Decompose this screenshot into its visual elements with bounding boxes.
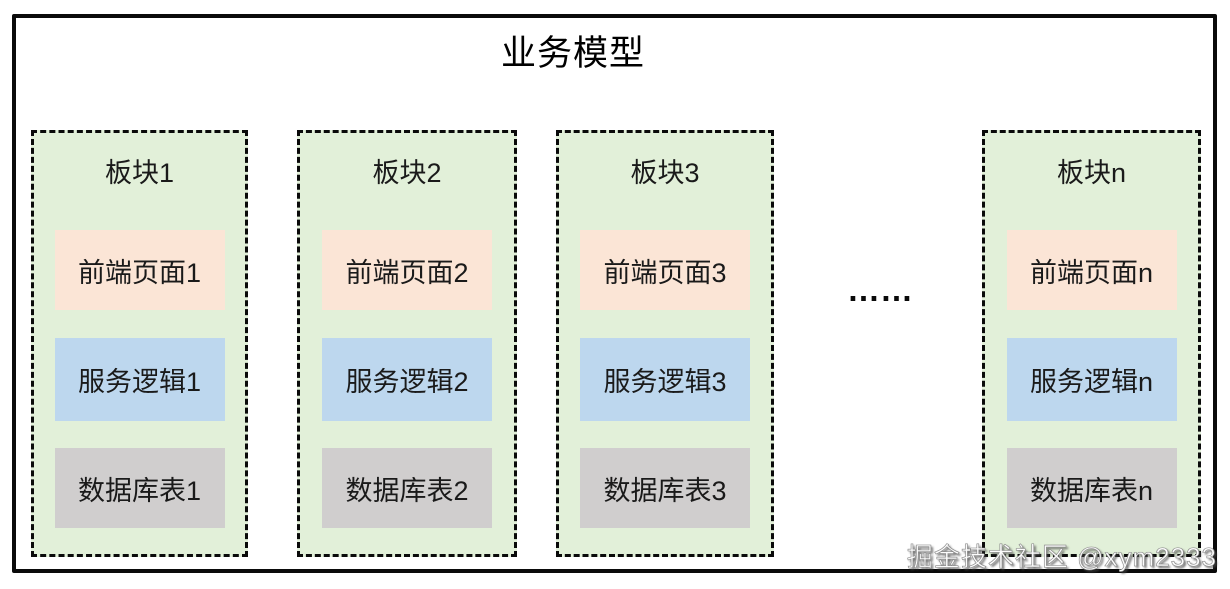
module-title: 板块3 — [630, 158, 700, 188]
database-table-box: 数据库表2 — [322, 448, 492, 528]
module-title: 板块n — [1056, 158, 1127, 188]
frontend-page-box: 前端页面n — [1006, 230, 1177, 310]
database-table-box: 数据库表n — [1006, 448, 1177, 528]
diagram-frame — [12, 14, 1217, 573]
service-logic-box: 服务逻辑3 — [580, 338, 750, 421]
service-logic-box: 服务逻辑2 — [322, 338, 492, 421]
database-table-box: 数据库表3 — [580, 448, 750, 528]
service-logic-box: 服务逻辑n — [1006, 338, 1177, 421]
module-column-2: 板块2 前端页面2 服务逻辑2 数据库表2 — [297, 130, 517, 557]
module-column-3: 板块3 前端页面3 服务逻辑3 数据库表3 — [556, 130, 774, 557]
module-column-n: 板块n 前端页面n 服务逻辑n 数据库表n — [982, 130, 1201, 557]
ellipsis-dots: …… — [847, 271, 913, 308]
diagram-title: 业务模型 — [500, 34, 645, 73]
service-logic-box: 服务逻辑1 — [54, 338, 225, 421]
module-title: 板块1 — [104, 158, 175, 188]
module-title: 板块2 — [372, 158, 442, 188]
watermark: 掘金技术社区 @xym2333 — [906, 542, 1217, 573]
database-table-box: 数据库表1 — [54, 448, 225, 528]
frontend-page-box: 前端页面3 — [580, 230, 750, 310]
frontend-page-box: 前端页面1 — [54, 230, 225, 310]
module-column-1: 板块1 前端页面1 服务逻辑1 数据库表1 — [31, 130, 248, 557]
frontend-page-box: 前端页面2 — [322, 230, 492, 310]
